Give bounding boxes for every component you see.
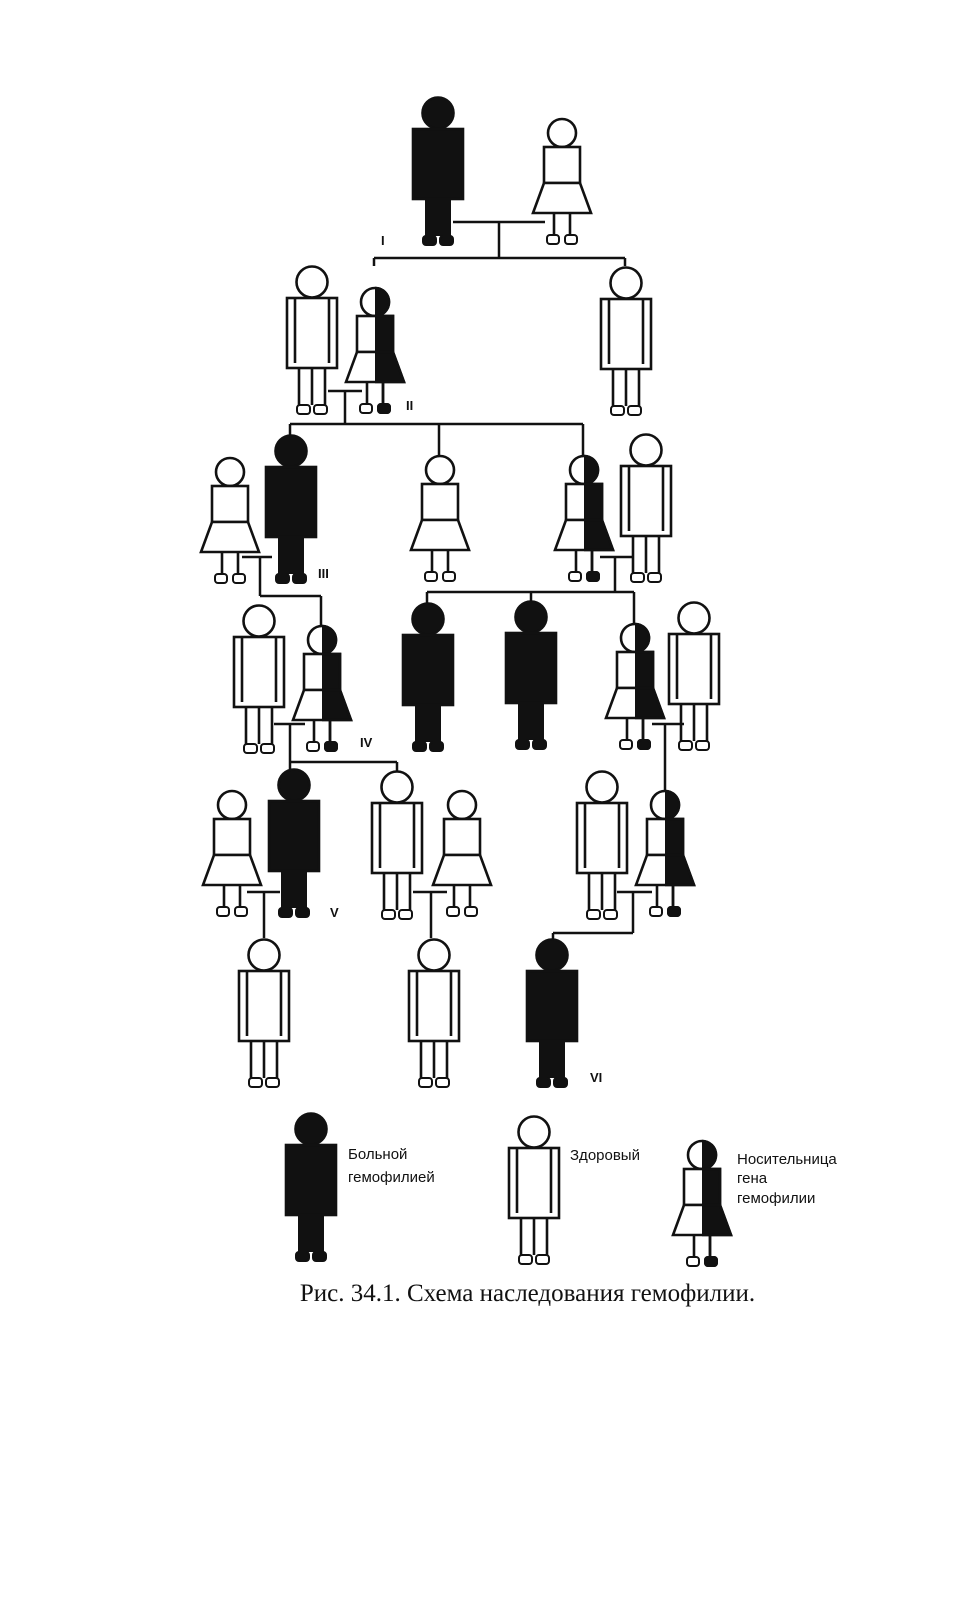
person-g5-wife-2-female-healthy xyxy=(431,789,493,917)
generation-label-III: III xyxy=(318,566,329,581)
person-g5-wife-1-female-healthy xyxy=(201,789,263,917)
legend-carrier-line-1: Носительница xyxy=(737,1151,837,1168)
legend-figure-carrier xyxy=(671,1139,733,1267)
pedigree-figures xyxy=(199,96,721,1088)
person-g6-son-3-male-affected xyxy=(525,938,579,1088)
person-g5-son-1-male-affected xyxy=(267,768,321,918)
legend: Больной гемофилией Здоровый Носительница… xyxy=(284,1112,837,1267)
person-g5-daughter-female-carrier xyxy=(634,789,696,917)
generation-label-V: V xyxy=(330,905,339,920)
legend-affected-line-2: гемофилией xyxy=(348,1169,435,1186)
legend-figures xyxy=(284,1112,733,1267)
person-g3-wife-female-healthy xyxy=(199,456,261,584)
person-g6-son-2-male-healthy xyxy=(407,938,461,1088)
person-g3-son-male-affected xyxy=(264,434,318,584)
legend-carrier-line-2: гена xyxy=(737,1170,768,1187)
person-g5-son-2-male-healthy xyxy=(370,770,424,920)
generation-label-I: I xyxy=(381,233,385,248)
person-g6-son-1-male-healthy xyxy=(237,938,291,1088)
legend-affected-line-1: Больной xyxy=(348,1146,407,1163)
person-g2-son-male-healthy xyxy=(599,266,653,416)
person-g5-husband-male-healthy xyxy=(575,770,629,920)
person-g2-husband-male-healthy xyxy=(285,265,339,415)
person-g3-husband-male-healthy xyxy=(619,433,673,583)
person-g4-son-2-male-affected xyxy=(504,600,558,750)
generation-label-IV: IV xyxy=(360,735,373,750)
person-g2-daughter-female-carrier xyxy=(344,286,406,414)
person-g3-daughter-female-healthy xyxy=(409,454,471,582)
person-g1-mother-female-healthy xyxy=(531,117,593,245)
legend-figure-healthy xyxy=(507,1115,561,1265)
generation-label-VI: VI xyxy=(590,1070,602,1085)
person-g4-daughter-2-female-carrier xyxy=(604,622,666,750)
legend-carrier-line-3: гемофилии xyxy=(737,1190,815,1207)
generation-label-II: II xyxy=(406,398,413,413)
person-g4-husband-1-male-healthy xyxy=(232,604,286,754)
figure-caption: Рис. 34.1. Схема наследования гемофилии. xyxy=(299,1280,756,1307)
person-g4-son-1-male-affected xyxy=(401,602,455,752)
person-g4-daughter-1-female-carrier xyxy=(291,624,353,752)
legend-healthy-line-1: Здоровый xyxy=(570,1147,640,1164)
person-g3-daughter-2-female-carrier xyxy=(553,454,615,582)
person-g4-husband-2-male-healthy xyxy=(667,601,721,751)
person-g1-father-male-affected xyxy=(411,96,465,246)
pedigree-connectors xyxy=(242,220,684,940)
legend-figure-affected xyxy=(284,1112,338,1262)
